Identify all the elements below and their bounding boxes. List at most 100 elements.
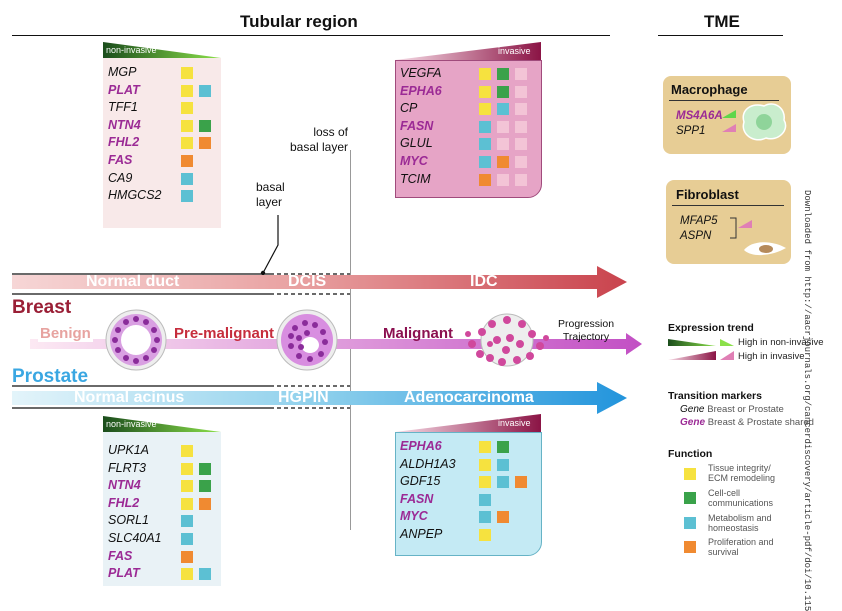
function-square [497,85,509,98]
function-square [479,85,491,98]
function-square [199,480,211,493]
gene-row: SLC40A1 [108,530,218,548]
gene-row: CP [400,100,540,118]
function-square [181,154,193,167]
idc-label: IDC [470,273,498,290]
legend-func-item-1: Tissue integrity/ ECM remodeling [708,463,776,483]
gene-row: EPHA6 [400,83,540,101]
gene-name: FAS [108,548,133,563]
legend-function-title: Function [668,448,713,460]
function-square [515,85,527,98]
function-square [181,137,193,150]
legend-gene-shared: Gene [680,417,706,428]
gene-row: FASN [400,118,540,136]
macrophage-trend-icons [722,110,736,132]
legend-func-swatch-4 [684,541,696,553]
function-square [515,173,527,186]
breast-progression-bar [12,266,627,298]
function-square [181,480,193,493]
function-square [479,511,491,524]
gene-name: FHL2 [108,495,140,510]
fibroblast-gene-2: ASPN [680,230,712,242]
function-square [479,173,491,186]
fibroblast-rule [672,205,784,206]
legend-func-swatch-3 [684,517,696,529]
macrophage-cell-icon [742,103,787,141]
gene-name: GDF15 [400,474,441,489]
hgpin-label: HGPIN [278,389,329,406]
function-square [479,528,491,541]
tme-rule [658,35,783,36]
gene-name: EPHA6 [400,83,442,98]
gene-name: PLAT [108,82,140,97]
gene-row: UPK1A [108,442,218,460]
gene-row: FASN [400,491,540,509]
gene-row: FHL2 [108,134,218,152]
function-square [479,458,491,471]
function-square [199,119,211,132]
benign-duct-icon [105,309,167,371]
normal-acinus-label: Normal acinus [74,389,185,406]
function-square [515,155,527,168]
breast-invasive-tag-label: invasive [498,46,531,56]
function-square [199,137,211,150]
gene-name: EPHA6 [400,439,442,453]
gene-row: VEGFA [400,65,540,83]
macrophage-gene-1: MS4A6A [676,110,723,122]
function-square [497,173,509,186]
function-square [479,476,491,489]
gene-row: GDF15 [400,473,540,491]
function-square [181,172,193,185]
gene-row: HMGCS2 [108,187,218,205]
basal-label: basal layer [256,180,285,209]
benign-label: Benign [38,325,93,342]
legend-func-swatch-1 [684,468,696,480]
function-square [181,497,193,510]
legend-transition-title: Transition markers [668,390,762,402]
malignant-label: Malignant [383,325,453,342]
function-square [497,458,509,471]
legend-transition-item-2: Gene Breast & Prostate shared [680,417,814,428]
gene-row: PLAT [108,82,218,100]
adenocarcinoma-label: Adenocarcinoma [404,389,534,406]
legend-gene-shared-text: Breast & Prostate shared [707,417,814,428]
gene-row: CA9 [108,170,218,188]
function-square [497,103,509,116]
prostate-progression-bar [12,382,627,414]
gene-name: PLAT [108,566,140,581]
function-square [479,138,491,151]
gene-row: FAS [108,548,218,566]
gene-name: CA9 [108,170,133,185]
function-square [515,120,527,133]
legend-expression-icons [668,339,734,360]
gene-name: SORL1 [108,513,149,528]
function-square [497,138,509,151]
gene-name: FLRT3 [108,460,146,475]
function-square [181,102,193,115]
dcis-label: DCIS [288,273,327,290]
gene-row: FLRT3 [108,460,218,478]
legend-gene-normal: Gene [680,404,705,415]
breast-noninvasive-tag-label: non-invasive [106,45,157,55]
gene-name: GLUL [400,136,433,151]
function-square [515,138,527,151]
gene-row: GLUL [400,135,540,153]
tubular-region-title: Tubular region [240,12,358,31]
gene-row: FHL2 [108,495,218,513]
gene-row: PLAT [108,565,218,583]
gene-row: SORL1 [108,512,218,530]
function-square [181,568,193,581]
gene-name: CP [400,101,418,116]
function-square [479,493,491,506]
gene-name: MYC [400,509,428,524]
gene-name: SLC40A1 [108,530,162,545]
function-square [497,155,509,168]
breast-noninvasive-tag [103,42,221,58]
gene-row: EPHA6 [400,438,540,456]
function-square [479,103,491,116]
prostate-noninvasive-tag-label: non-invasive [106,419,157,429]
gene-name: ALDH1A3 [400,456,456,471]
